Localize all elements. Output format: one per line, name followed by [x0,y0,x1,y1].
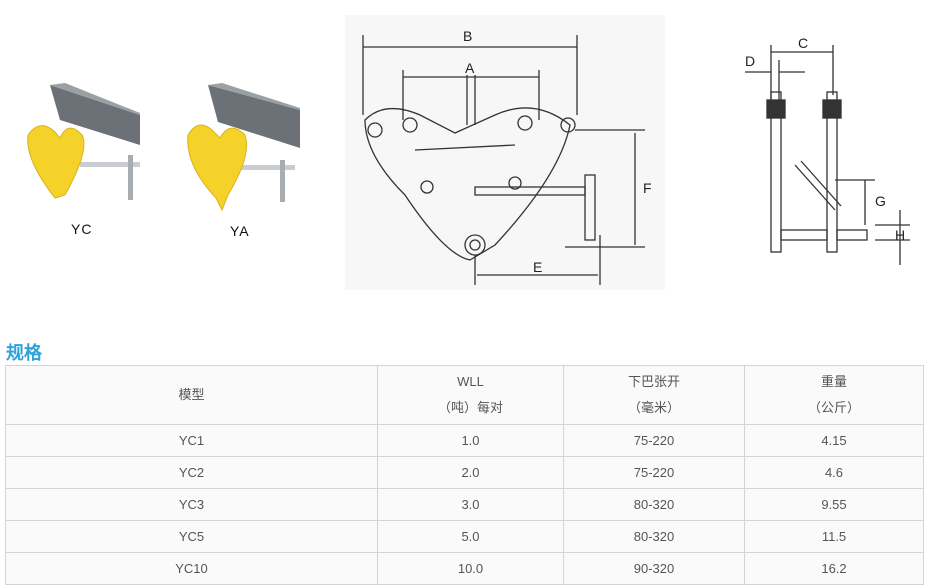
dim-h: H [895,227,905,243]
table-cell: 3.0 [377,488,564,521]
table-cell: 80-320 [563,488,745,521]
side-dimension-diagram: C D G H [745,35,910,265]
table-cell: 5.0 [377,520,564,553]
table-cell: 2.0 [377,456,564,489]
table-cell: 4.15 [744,424,924,457]
header-text: 重量 [820,374,847,389]
dim-d: D [745,53,755,69]
dim-e: E [533,259,542,275]
header-unit: （毫米） [627,400,680,415]
ya-clamp-image [187,83,300,212]
header-weight: 重量 （公斤） [744,365,924,425]
header-text: 下巴张开 [627,374,680,389]
table-cell: 1.0 [377,424,564,457]
dim-c: C [798,35,808,51]
header-jaw-opening: 下巴张开 （毫米） [563,365,745,425]
dim-b: B [463,28,472,44]
header-wll: WLL （吨）每对 [377,365,564,425]
header-text: WLL [457,374,484,389]
front-dimension-diagram: B A F E [345,15,665,290]
table-cell: 11.5 [744,520,924,553]
table-cell: 10.0 [377,552,564,585]
table-cell: 80-320 [563,520,745,553]
table-header-row: 模型 WLL （吨）每对 下巴张开 （毫米） 重量 （公斤） [5,365,924,425]
dim-a: A [465,60,475,76]
dim-g: G [875,193,886,209]
table-cell: YC10 [5,552,378,585]
table-cell: YC2 [5,456,378,489]
section-title: 规格 [6,343,42,363]
yc-clamp-image [27,83,140,200]
dim-f: F [643,180,652,196]
header-model: 模型 [5,365,378,425]
table-cell: YC1 [5,424,378,457]
table-cell: YC3 [5,488,378,521]
header-text: 模型 [178,387,205,402]
header-unit: （吨）每对 [437,400,503,415]
table-cell: 75-220 [563,456,745,489]
table-cell: 90-320 [563,552,745,585]
table-cell: 4.6 [744,456,924,489]
ya-label: YA [230,223,250,239]
table-cell: 9.55 [744,488,924,521]
table-cell: 16.2 [744,552,924,585]
table-cell: YC5 [5,520,378,553]
table-cell: 75-220 [563,424,745,457]
yc-label: YC [71,221,93,237]
header-unit: （公斤） [807,400,860,415]
